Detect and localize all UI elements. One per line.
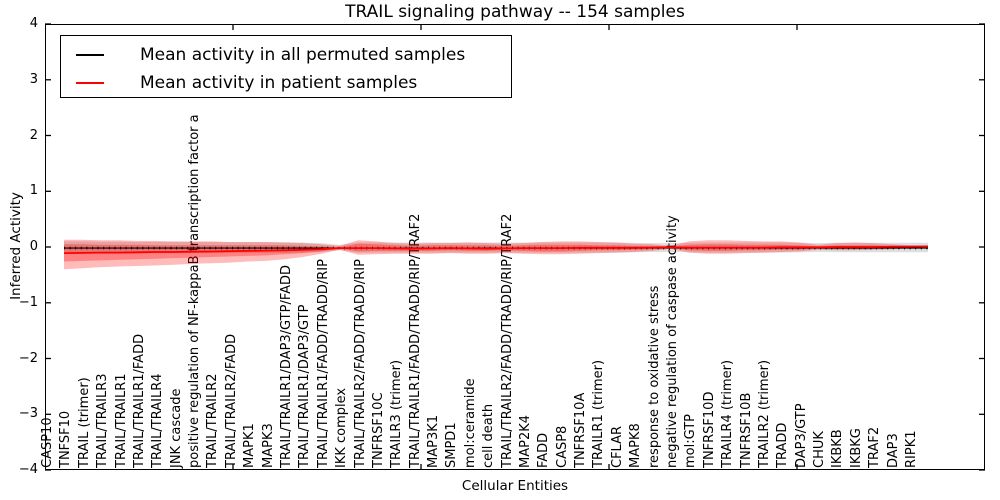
x-axis-label: Cellular Entities xyxy=(461,478,569,494)
y-tick-label: 4 xyxy=(29,16,38,31)
legend: Mean activity in all permuted samples Me… xyxy=(60,35,512,98)
y-tick-label: −4 xyxy=(18,462,38,477)
patient-mean-line xyxy=(63,245,929,254)
y-tick-label: 3 xyxy=(29,71,38,87)
y-tick-label: 1 xyxy=(29,183,38,199)
permuted-line-swatch xyxy=(76,53,104,57)
legend-label-patient: Mean activity in patient samples xyxy=(140,73,418,93)
legend-row-permuted: Mean activity in all permuted samples xyxy=(61,42,465,68)
y-tick-label: −2 xyxy=(18,350,38,366)
legend-label-permuted: Mean activity in all permuted samples xyxy=(140,45,466,65)
legend-row-patient: Mean activity in patient samples xyxy=(61,70,417,96)
y-tick-label: −1 xyxy=(18,294,38,310)
y-tick-label: −3 xyxy=(18,406,38,422)
y-tick-label: 2 xyxy=(29,127,38,143)
y-tick-label: 0 xyxy=(29,239,38,254)
chart-title: TRAIL signaling pathway -- 154 samples xyxy=(345,2,685,22)
patient-line-swatch xyxy=(76,81,104,85)
